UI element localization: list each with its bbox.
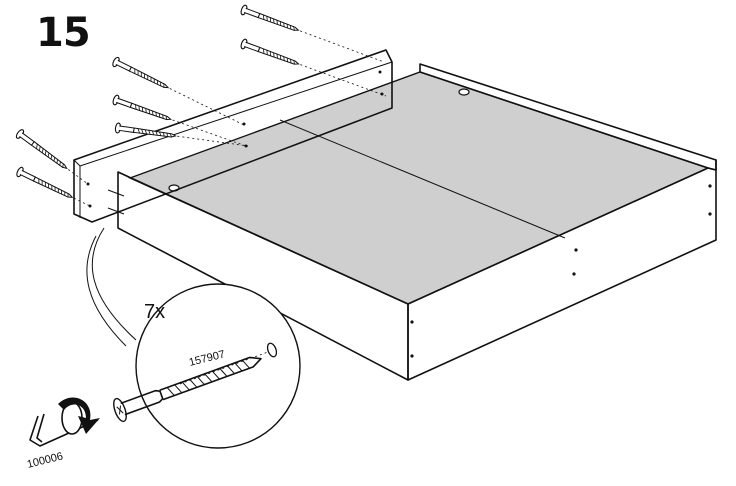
alignment-line — [68, 169, 89, 185]
step-number: 15 — [36, 10, 91, 56]
bolt-icon — [16, 166, 74, 198]
quantity-label: 7x — [144, 301, 165, 323]
front-rail — [117, 171, 409, 381]
detail-callout: 7x 157907 — [113, 283, 301, 449]
allen-key-icon: 100006 — [26, 397, 100, 471]
side-panel — [73, 49, 393, 223]
base-panel — [128, 71, 710, 305]
bolt-icon — [112, 56, 170, 89]
bolt-icon — [240, 38, 300, 65]
alignment-line — [73, 197, 91, 207]
alignment-line — [300, 30, 385, 63]
alignment-line — [169, 88, 247, 127]
panel-seam — [279, 119, 566, 239]
bed-frame — [117, 63, 717, 381]
tool-part-number: 100006 — [26, 450, 65, 471]
alignment-line — [177, 135, 249, 147]
bolt-icon — [240, 4, 300, 31]
bolt-icon — [112, 94, 172, 121]
callout-connector — [91, 227, 137, 341]
frame-hole — [458, 88, 470, 96]
rotation-arrow-icon — [58, 397, 100, 434]
bolt-icon — [15, 129, 68, 170]
alignment-line — [172, 119, 247, 147]
bolt-icon — [114, 122, 177, 138]
bolt-icon — [113, 356, 262, 423]
alignment-line — [300, 64, 387, 97]
